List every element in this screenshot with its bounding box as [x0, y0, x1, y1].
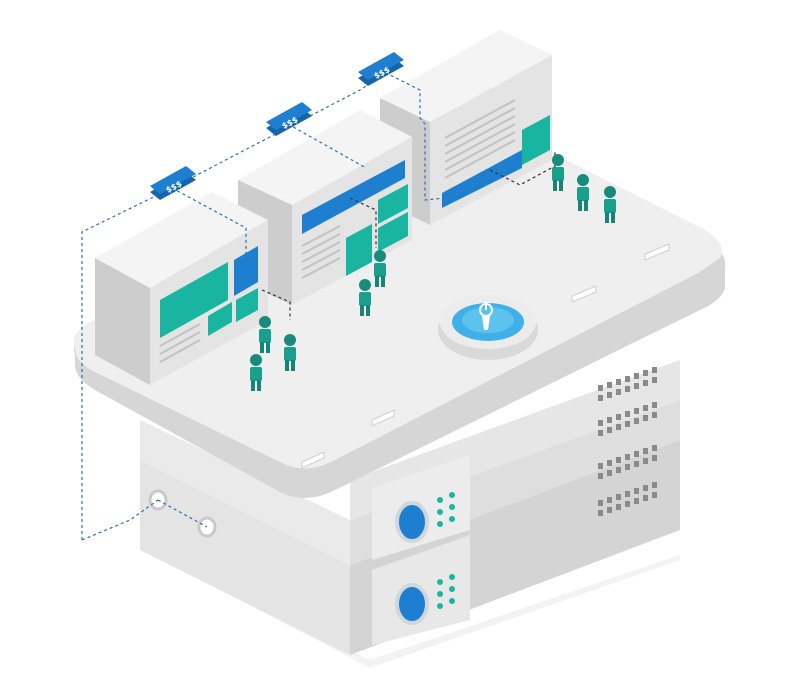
- building-right-stripes: [444, 99, 516, 179]
- building-left-teal-window-3: [236, 288, 258, 322]
- building-middle-teal-window-3: [378, 212, 408, 252]
- server-middle-vent-grid: [598, 445, 657, 479]
- server-middle-left-face: [140, 420, 350, 565]
- building-left-teal-window-2: [208, 302, 232, 336]
- fountain: [438, 295, 538, 360]
- network-line-tag1: [171, 187, 247, 262]
- server-lower-left-face: [140, 460, 350, 655]
- building-right-front: [430, 55, 552, 225]
- server-stack: [140, 360, 680, 668]
- building-left-side: [95, 258, 150, 385]
- platform-top: [74, 137, 723, 469]
- building-left-roof: [95, 192, 268, 288]
- server-upper-led-dots: [437, 492, 455, 527]
- building-right-roof: [380, 30, 552, 122]
- platform: [74, 137, 726, 499]
- building-right-teal-window: [522, 115, 550, 165]
- building-middle-blue-banner: [302, 160, 405, 234]
- building-left-teal-window-1: [160, 262, 228, 338]
- power-icon: [479, 302, 493, 330]
- price-tag-3: $$$: [358, 52, 404, 86]
- server-upper-blue-button: [395, 501, 429, 543]
- building-middle-teal-window-1: [346, 224, 372, 276]
- people-link-1: [261, 289, 291, 320]
- building-left-blue-panel: [234, 246, 258, 296]
- server-lower-led-dots: [437, 574, 455, 609]
- price-tag-1: $$$: [150, 166, 196, 200]
- server-unit-upper: [350, 360, 680, 560]
- bench-1: [301, 451, 325, 469]
- price-tag-2: $$$: [266, 102, 312, 136]
- building-left-stripes: [159, 323, 201, 363]
- building-left: [95, 192, 268, 385]
- building-middle-roof: [238, 110, 412, 205]
- building-middle-teal-window-2: [378, 184, 408, 224]
- server-lower-vent-grid: [598, 482, 657, 516]
- bench-3: [571, 285, 597, 303]
- network-line-port1: [81, 499, 159, 541]
- server-unit-lower: [140, 440, 680, 655]
- building-middle-stripes: [301, 225, 341, 279]
- server-lower-blue-button: [395, 583, 429, 625]
- network-line-tag2: [287, 123, 367, 169]
- bench-2: [371, 409, 395, 427]
- bench-4: [644, 243, 670, 261]
- building-right-blue-banner: [442, 150, 522, 208]
- network-line-tag3: [379, 69, 446, 201]
- server-upper-vent-grid: [598, 367, 657, 436]
- benches: [301, 243, 670, 469]
